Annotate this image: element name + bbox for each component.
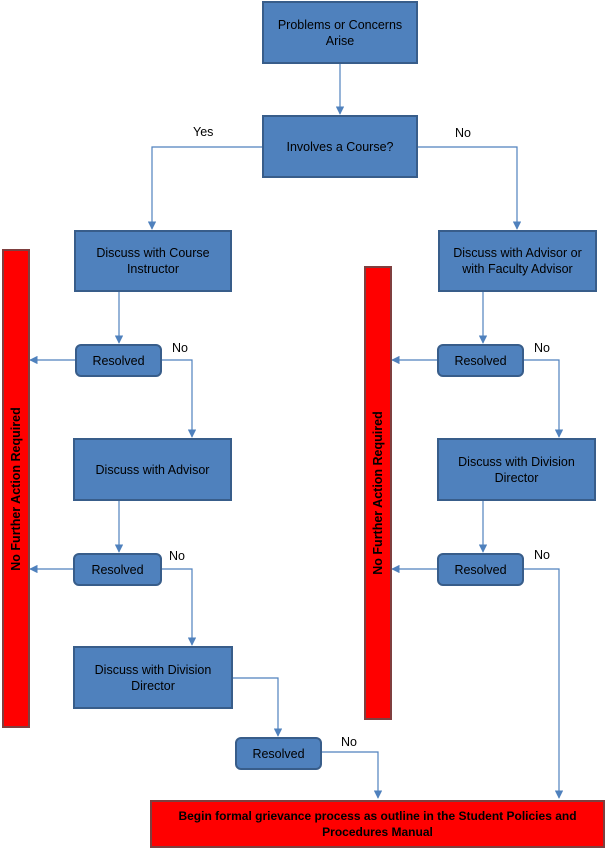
arrow-resolved5-no: [524, 568, 564, 799]
advisor-faculty-text: Discuss with Advisor or with Faculty Adv…: [453, 246, 582, 276]
decision-node: Involves a Course?: [262, 115, 418, 178]
arrow-director-to-resolved: [233, 677, 283, 737]
grievance-text: Begin formal grievance process as outlin…: [178, 809, 577, 839]
no-action-text-right: No Further Action Required: [371, 411, 385, 575]
no-action-bar-left: No Further Action Required: [2, 249, 30, 728]
start-node-text: Problems or Concerns Arise: [277, 17, 403, 48]
resolved-node-1: Resolved: [75, 344, 162, 377]
course-instructor-text: Discuss with Course Instructor: [96, 246, 210, 276]
arrow-resolved2-no: [162, 568, 197, 646]
arrow-resolved4-no: [524, 359, 564, 438]
no-action-text-left: No Further Action Required: [9, 406, 23, 571]
no-label-decision: No: [455, 126, 471, 140]
advisor-node: Discuss with Advisor: [73, 438, 232, 501]
division-director-right-node: Discuss with Division Director: [437, 438, 596, 501]
course-instructor-node: Discuss with Course Instructor: [74, 230, 232, 292]
resolved-text-5: Resolved: [454, 562, 507, 577]
decision-node-text: Involves a Course?: [286, 139, 394, 154]
advisor-text: Discuss with Advisor: [95, 462, 210, 477]
arrow-decision-yes: [147, 146, 263, 230]
advisor-faculty-node: Discuss with Advisor or with Faculty Adv…: [438, 230, 597, 292]
no-label-2: No: [169, 549, 185, 563]
start-node: Problems or Concerns Arise: [262, 1, 418, 64]
resolved-text-3: Resolved: [252, 746, 305, 761]
arrow-resolved1-no: [162, 359, 197, 438]
division-director-right-text: Discuss with Division Director: [458, 454, 575, 485]
resolved-text-2: Resolved: [91, 562, 144, 577]
no-label-3: No: [341, 735, 357, 749]
resolved-node-4: Resolved: [437, 344, 524, 377]
division-director-left-text: Discuss with Division Director: [94, 662, 212, 693]
resolved-text-4: Resolved: [454, 353, 507, 368]
grievance-node: Begin formal grievance process as outlin…: [150, 800, 605, 848]
yes-label: Yes: [193, 125, 214, 139]
no-label-1: No: [172, 341, 188, 355]
no-label-4: No: [534, 341, 550, 355]
division-director-left-node: Discuss with Division Director: [73, 646, 233, 709]
no-label-5: No: [534, 548, 550, 562]
resolved-node-3: Resolved: [235, 737, 322, 770]
arrow-decision-no: [418, 146, 522, 230]
resolved-text-1: Resolved: [92, 353, 145, 368]
resolved-node-5: Resolved: [437, 553, 524, 586]
resolved-node-2: Resolved: [73, 553, 162, 586]
no-action-bar-right: No Further Action Required: [364, 266, 392, 720]
arrow-resolved3-no: [322, 751, 383, 799]
